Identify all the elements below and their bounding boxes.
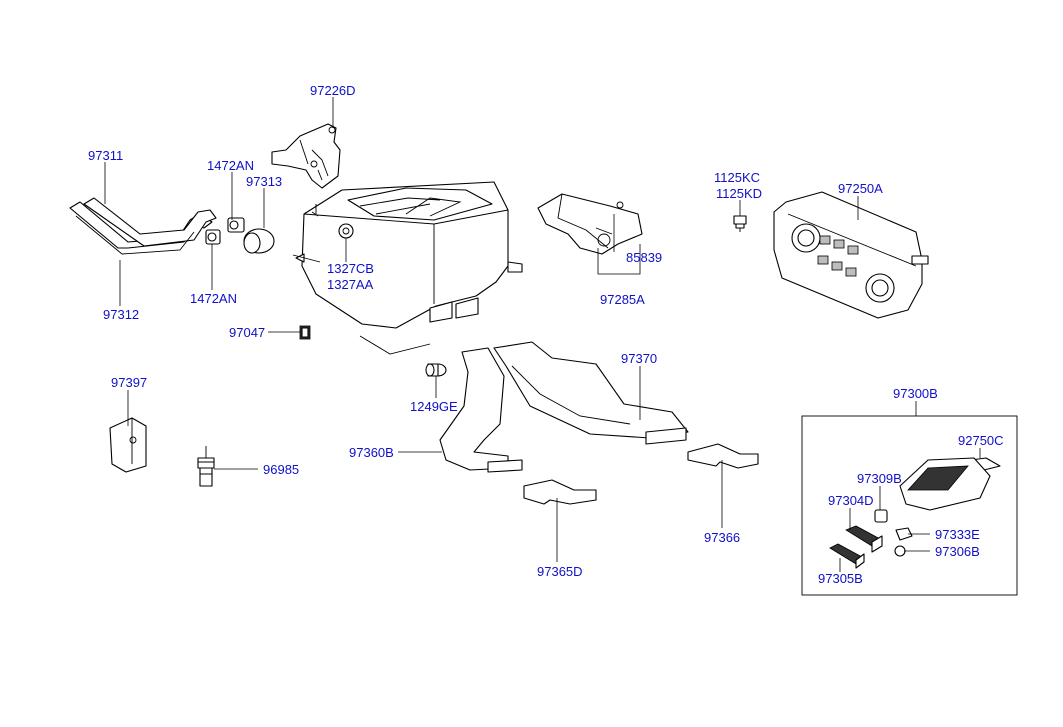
label-97306B[interactable]: 97306B	[935, 544, 980, 559]
knob-97333E	[895, 527, 913, 541]
label-97305B[interactable]: 97305B	[818, 571, 863, 586]
label-92750C[interactable]: 92750C	[958, 433, 1004, 448]
housing-97304	[899, 457, 991, 511]
clamp-1472AN-top	[227, 217, 245, 233]
label-1125KC[interactable]: 1125KC	[714, 170, 760, 185]
label-97300B[interactable]: 97300B	[893, 386, 938, 401]
vent-97366	[687, 443, 759, 469]
grommet-97313	[243, 228, 275, 254]
label-1249GE[interactable]: 1249GE	[410, 399, 458, 414]
label-97226D[interactable]: 97226D	[310, 83, 356, 98]
label-97370[interactable]: 97370	[621, 351, 657, 366]
label-1125KD[interactable]: 1125KD	[716, 186, 762, 201]
bracket-97226D	[271, 123, 341, 189]
label-97311[interactable]: 97311	[88, 148, 123, 163]
heater-unit	[295, 181, 523, 355]
label-97366[interactable]: 97366	[704, 530, 740, 545]
label-1472AN-bottom[interactable]: 1472AN	[190, 291, 237, 306]
label-97285A[interactable]: 97285A	[600, 292, 645, 307]
clamp-1472AN-bottom	[205, 229, 221, 245]
switch-97305B	[829, 543, 865, 569]
label-97397[interactable]: 97397	[111, 375, 147, 390]
switch-97304D	[845, 525, 883, 553]
label-96985[interactable]: 96985	[263, 462, 299, 477]
bracket-97285A	[537, 193, 643, 255]
label-97333E[interactable]: 97333E	[935, 527, 980, 542]
plug-1249GE	[425, 363, 447, 377]
label-97312[interactable]: 97312	[103, 307, 139, 322]
label-97304D[interactable]: 97304D	[828, 493, 874, 508]
label-97250A[interactable]: 97250A	[838, 181, 883, 196]
bracket-97397	[109, 417, 147, 473]
leader-lines	[104, 97, 981, 572]
group-box-97300B	[801, 415, 1018, 596]
label-1327CB[interactable]: 1327CB	[327, 261, 374, 276]
bolt-1125KC	[733, 215, 747, 232]
label-1327AA[interactable]: 1327AA	[327, 277, 374, 292]
label-97309B[interactable]: 97309B	[857, 471, 902, 486]
screw-1327CB	[338, 223, 354, 239]
label-97360B[interactable]: 97360B	[349, 445, 394, 460]
label-97047[interactable]: 97047	[229, 325, 265, 340]
bulb-97306B	[894, 545, 906, 557]
heater-pipe-97311	[69, 197, 217, 255]
clip-97047	[299, 325, 311, 340]
control-panel-97250A	[773, 191, 929, 319]
label-85839[interactable]: 85839	[626, 250, 662, 265]
label-97365D[interactable]: 97365D	[537, 564, 583, 579]
sensor-96985	[197, 446, 215, 487]
duct-97360B	[439, 347, 523, 473]
vent-97365D	[523, 479, 597, 505]
knob-97309B	[874, 509, 888, 523]
label-97313[interactable]: 97313	[246, 174, 282, 189]
label-1472AN-top[interactable]: 1472AN	[207, 158, 254, 173]
duct-97370	[493, 341, 689, 445]
